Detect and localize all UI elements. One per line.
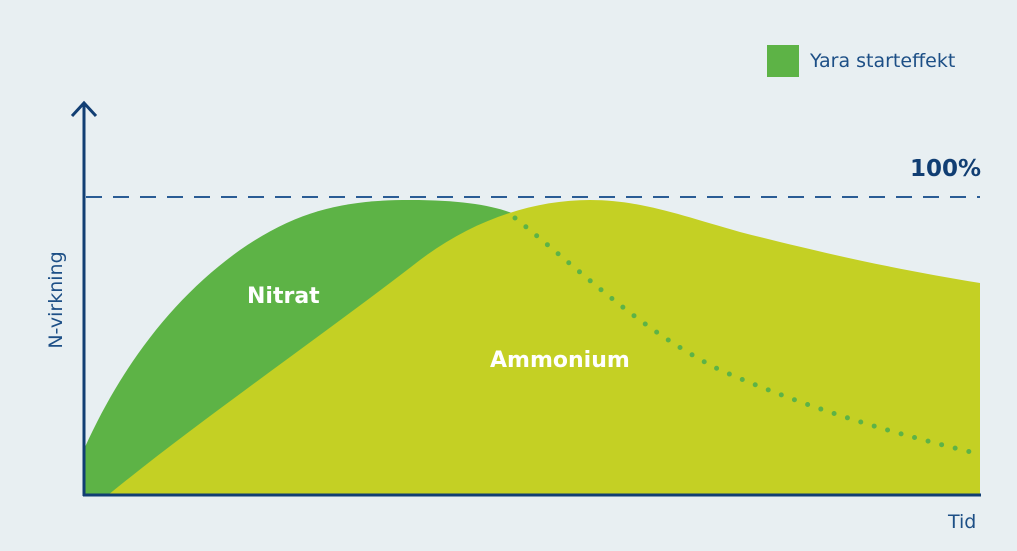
legend-swatch <box>767 45 799 77</box>
ammonium-area <box>108 200 980 495</box>
reference-line-label: 100% <box>910 156 982 182</box>
y-axis-arrow-icon <box>70 100 98 118</box>
x-axis-label: Tid <box>948 511 977 533</box>
ammonium-label: Ammonium <box>490 348 630 373</box>
y-axis-label: N-virkning <box>45 251 67 349</box>
nitrat-dotted-line <box>512 215 974 455</box>
legend-label: Yara starteffekt <box>810 50 956 72</box>
legend: Yara starteffekt <box>767 45 955 77</box>
nitrat-label: Nitrat <box>247 284 320 309</box>
